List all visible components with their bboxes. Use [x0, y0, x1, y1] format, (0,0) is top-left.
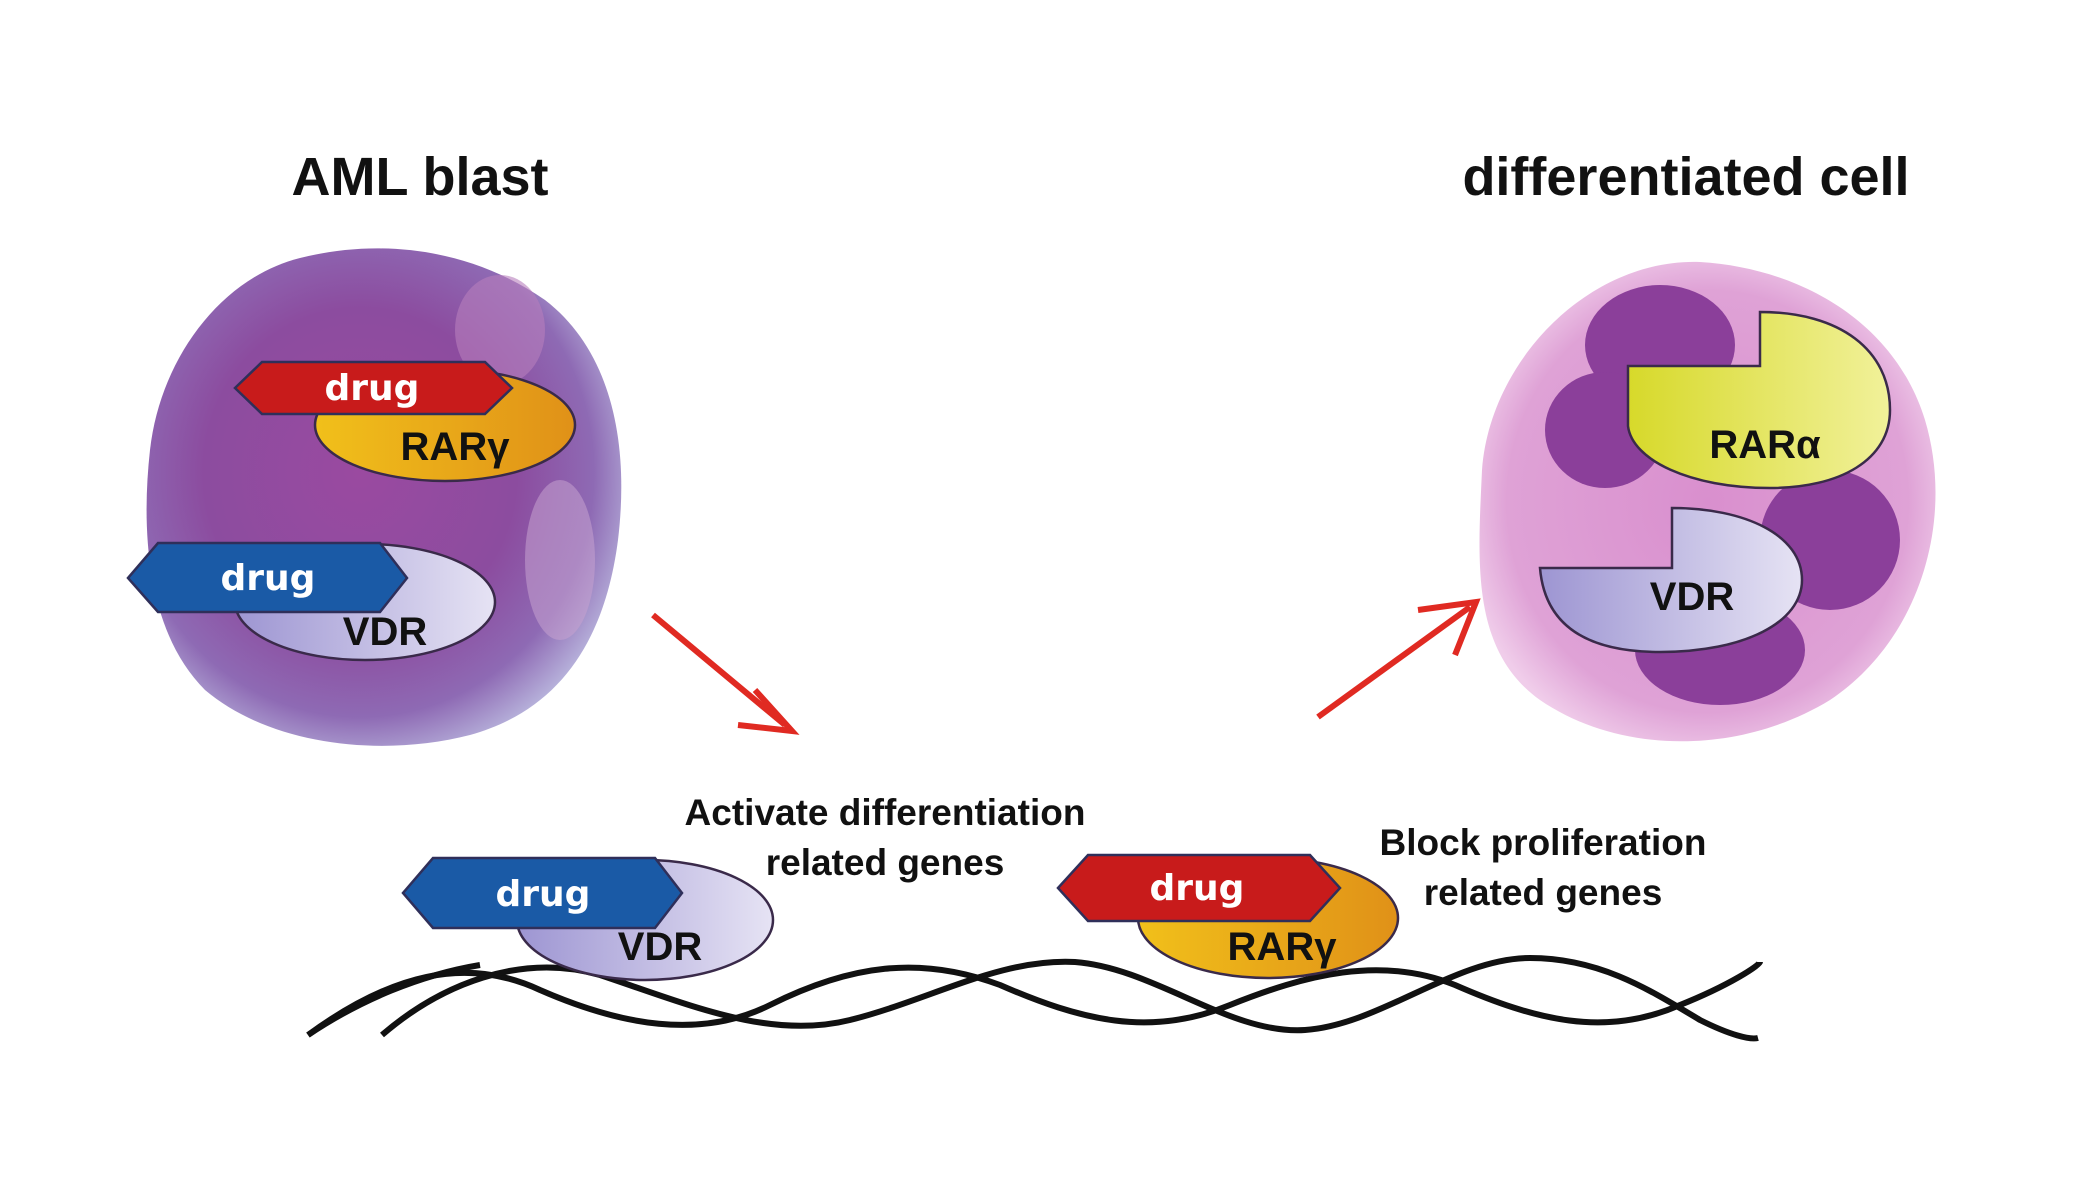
rar-alpha-complex: RARα	[1626, 310, 1892, 490]
aml-rar-gamma-complex: RARγ drug	[233, 360, 577, 483]
drug-label: drug	[496, 874, 591, 915]
rar-alpha-receptor	[1626, 310, 1892, 490]
aml-blast-cell	[146, 248, 622, 746]
drug-red	[233, 360, 514, 416]
vdr-free-complex: VDR	[1538, 506, 1804, 654]
aml-blast-title: AML blast	[291, 147, 548, 207]
drug-red	[1056, 853, 1342, 923]
differentiated-cell-title: differentiated cell	[1462, 147, 1909, 207]
drug-blue	[126, 541, 409, 614]
rar-gamma-label: RARγ	[401, 425, 511, 469]
dna-helix	[306, 954, 1763, 1042]
vdr-label: VDR	[618, 925, 703, 969]
drug-label: drug	[325, 368, 420, 409]
block-genes-text: Block proliferation related genes	[1380, 822, 1707, 913]
activate-line2: related genes	[766, 842, 1005, 883]
activate-genes-text: Activate differentiation related genes	[685, 792, 1086, 883]
drug-blue	[401, 856, 684, 930]
arrow-down-right	[651, 612, 800, 735]
drug-label: drug	[221, 558, 316, 599]
activate-line1: Activate differentiation	[685, 792, 1086, 833]
vdr-label: VDR	[1650, 575, 1735, 619]
rar-alpha-label: RARα	[1709, 423, 1821, 467]
vdr-label: VDR	[343, 610, 428, 654]
differentiated-cell	[1479, 261, 1936, 742]
dna-rar-gamma-complex: RARγ drug	[1056, 853, 1400, 980]
rar-gamma-label: RARγ	[1228, 925, 1338, 969]
block-line1: Block proliferation	[1380, 822, 1707, 863]
dna-vdr-complex: VDR drug	[401, 856, 775, 982]
arrow-up-right	[1316, 598, 1481, 720]
block-line2: related genes	[1424, 872, 1663, 913]
vdr-receptor	[1538, 506, 1804, 654]
drug-label: drug	[1150, 868, 1245, 909]
aml-vdr-complex: VDR drug	[126, 541, 497, 662]
